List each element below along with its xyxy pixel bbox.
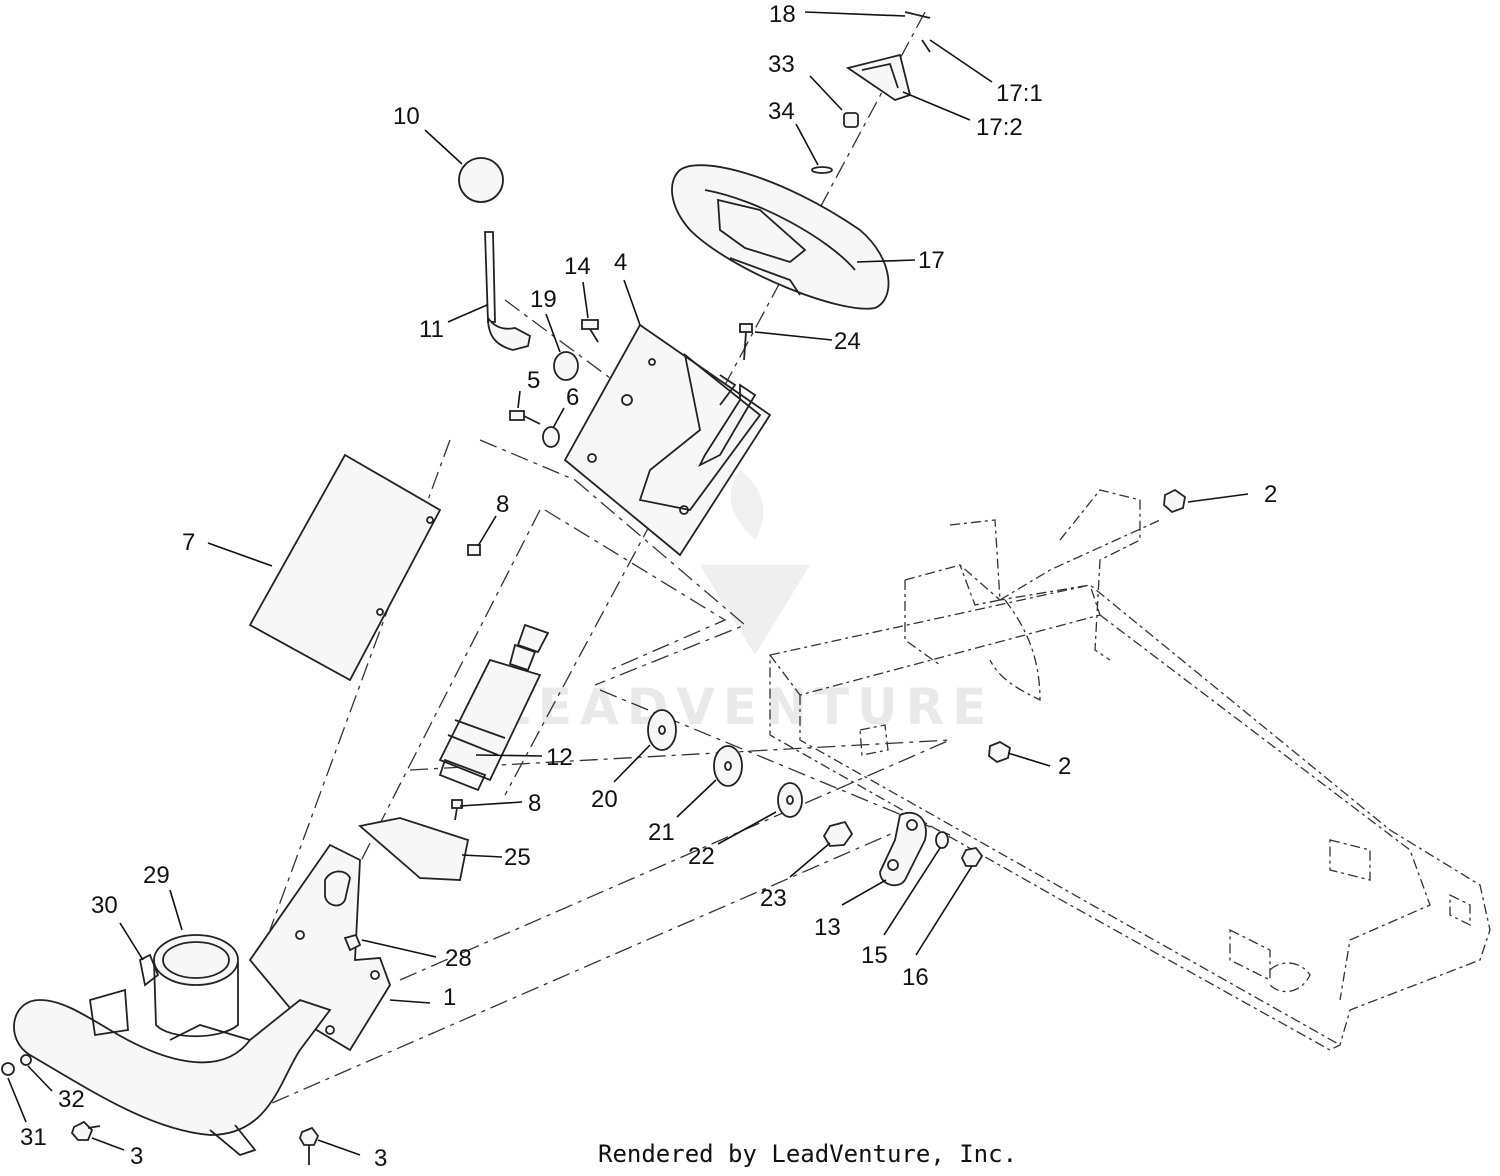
callout-31: 31 [20, 1124, 47, 1151]
pedal-bracket [248, 843, 391, 1052]
steering-wheel-cap [845, 11, 931, 101]
callout-1: 1 [443, 984, 456, 1011]
callout-8-upper: 8 [496, 491, 509, 518]
callout-2-upper: 2 [1264, 481, 1277, 508]
rendered-by-credit: Rendered by LeadVenture, Inc. [598, 1140, 1017, 1168]
callout-34: 34 [768, 98, 795, 125]
leadventure-watermark: LEADVENTURE [498, 470, 994, 736]
callout-15: 15 [861, 942, 888, 969]
callout-33: 33 [768, 51, 795, 78]
steering-motor [438, 623, 550, 792]
callout-19: 19 [530, 286, 557, 313]
callout-4: 4 [614, 249, 627, 276]
bolts [509, 319, 753, 448]
callout-17: 17 [918, 247, 945, 274]
callout-20: 20 [591, 786, 618, 813]
mounting-plate [358, 817, 470, 881]
callout-6: 6 [566, 384, 579, 411]
base-hardware [1, 1054, 320, 1165]
frame-drawing [769, 489, 1491, 1051]
base-tube [13, 988, 332, 1157]
callout-2-lower: 2 [1058, 753, 1071, 780]
callout-17-1: 17:1 [996, 80, 1043, 107]
steering-column-bracket [563, 323, 772, 557]
screw [451, 544, 481, 821]
callout-3-left: 3 [130, 1143, 143, 1170]
watermark-text: LEADVENTURE [498, 678, 994, 736]
callout-3-right: 3 [374, 1145, 387, 1172]
leader-lines [7, 11, 1249, 1156]
callout-8-lower: 8 [528, 790, 541, 817]
callout-25: 25 [504, 844, 531, 871]
callout-23: 23 [760, 885, 787, 912]
callout-29: 29 [143, 862, 170, 889]
callouts: 18 17:1 33 17:2 34 10 17 14 4 19 24 11 5… [20, 1, 1277, 1172]
washers [647, 709, 854, 847]
callout-32: 32 [58, 1086, 85, 1113]
callout-14: 14 [564, 253, 591, 280]
callout-28: 28 [445, 945, 472, 972]
callout-24: 24 [834, 328, 861, 355]
bushing [553, 351, 579, 381]
callout-10: 10 [393, 103, 420, 130]
callout-16: 16 [902, 964, 929, 991]
callout-13: 13 [814, 914, 841, 941]
callout-12: 12 [546, 744, 573, 771]
callout-5: 5 [527, 367, 540, 394]
cup-holder [138, 934, 239, 1038]
steering-nut-washer [811, 112, 859, 174]
shift-lever [484, 231, 532, 351]
cover-plate [248, 453, 442, 682]
steering-wheel [671, 164, 890, 310]
shift-knob [458, 157, 504, 203]
flange-nuts [988, 488, 1186, 764]
callout-30: 30 [91, 892, 118, 919]
callout-11: 11 [419, 316, 444, 343]
callout-17-2: 17:2 [976, 114, 1023, 141]
steering-arm [879, 811, 984, 887]
callout-21: 21 [648, 819, 675, 846]
callout-7: 7 [182, 529, 195, 556]
callout-18: 18 [769, 1, 796, 28]
callout-22: 22 [688, 843, 715, 870]
